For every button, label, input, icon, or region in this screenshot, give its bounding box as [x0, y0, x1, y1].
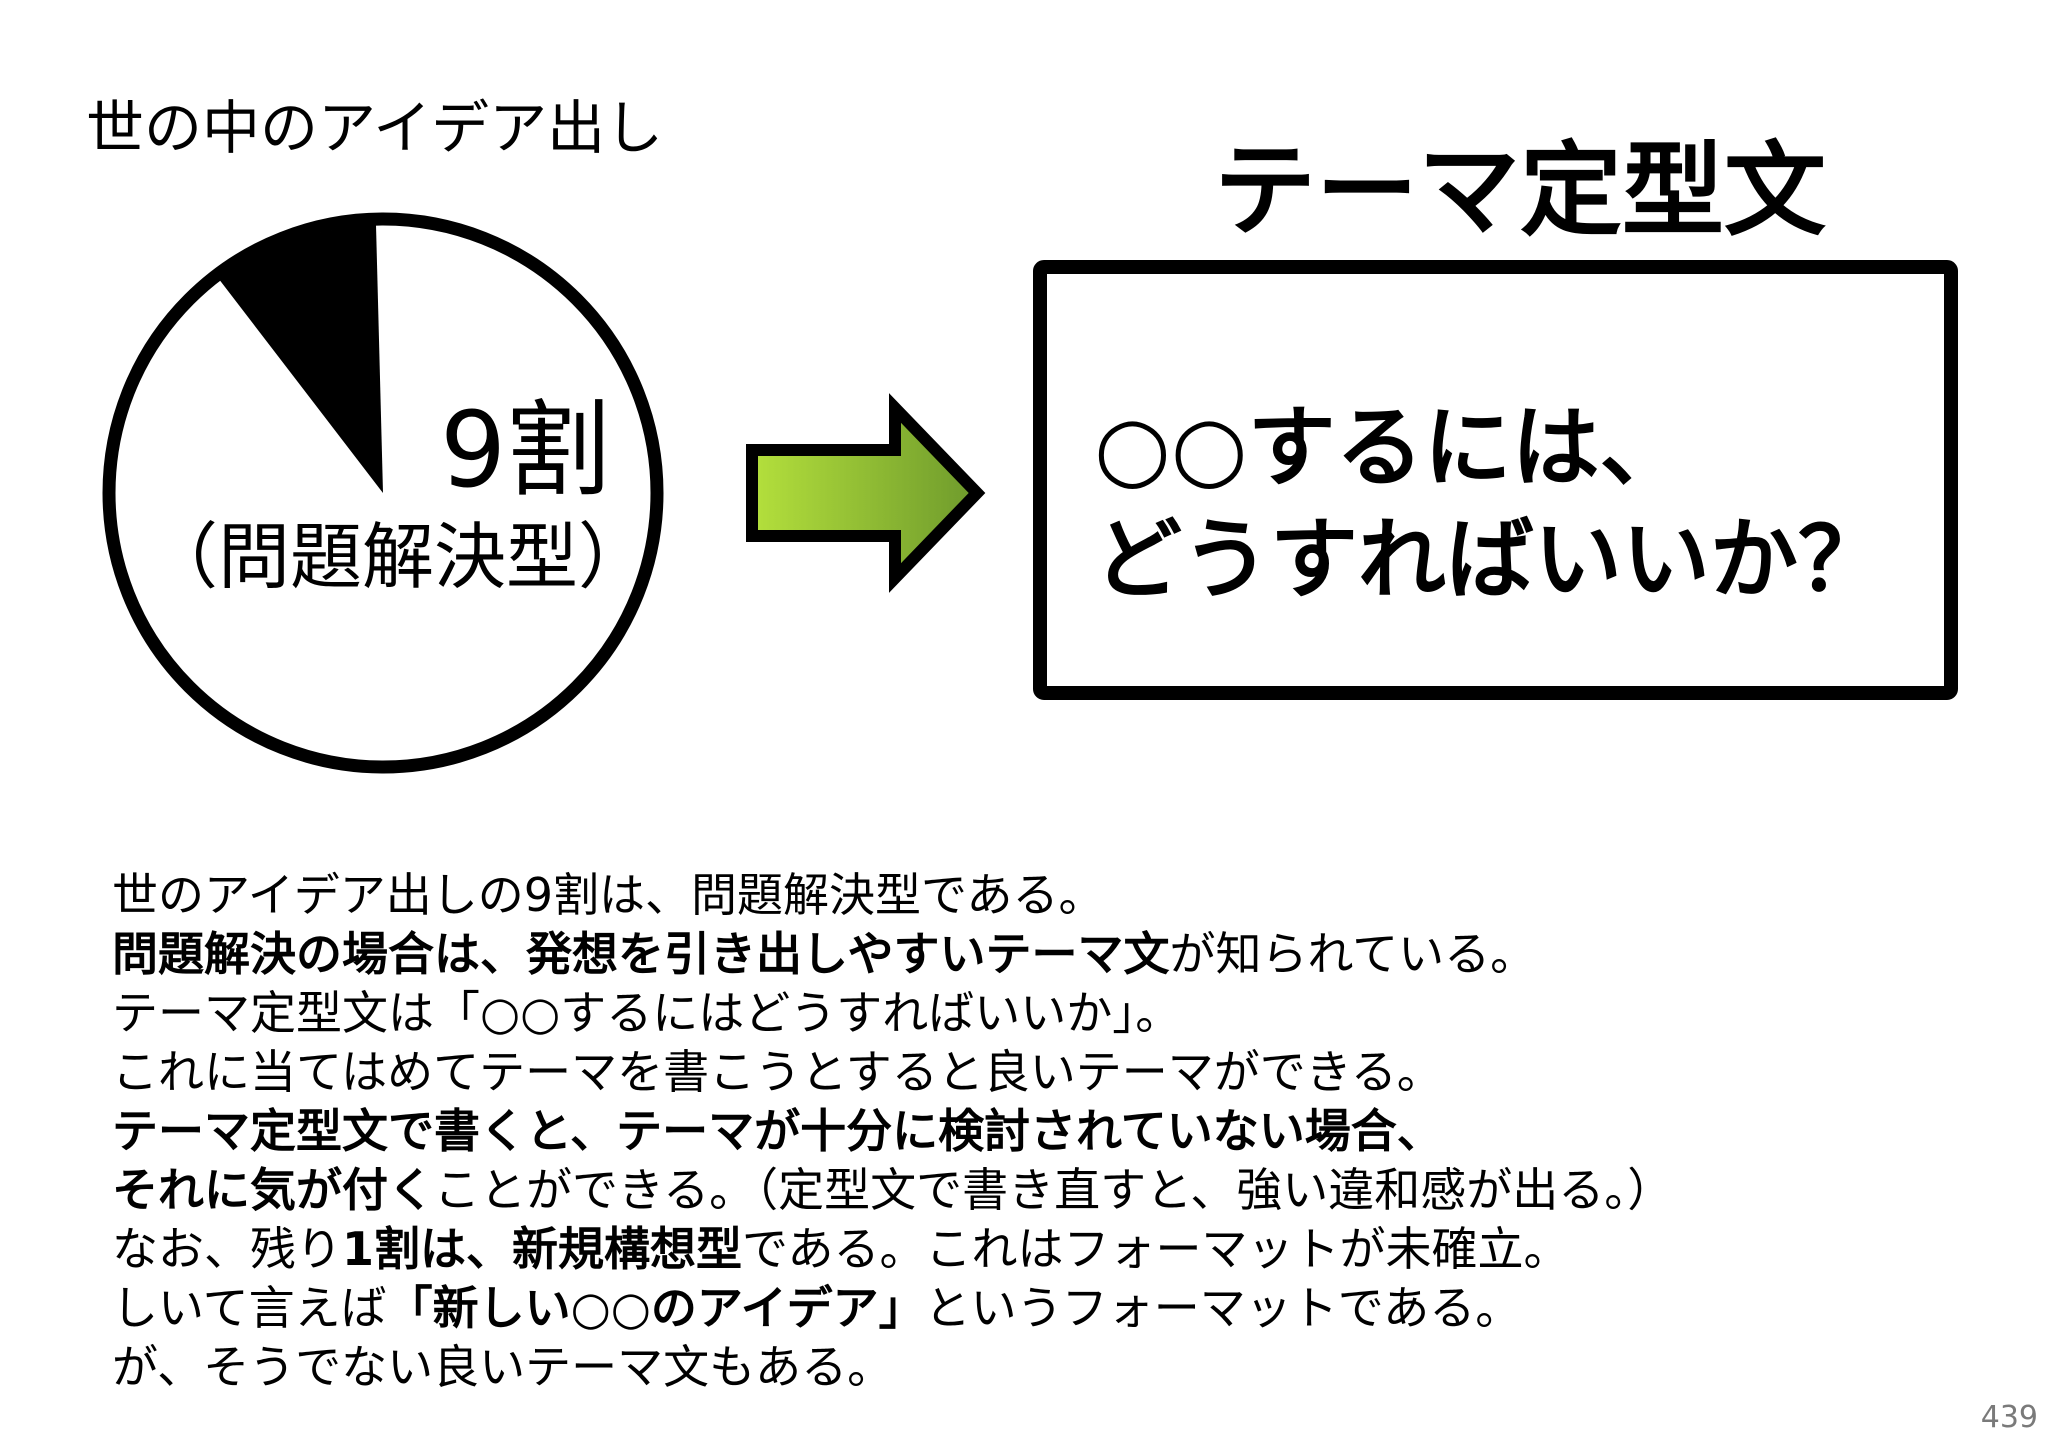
template-line-2: どうすればいいか？ — [1094, 508, 1887, 611]
diagram-heading: 世の中のアイデア出し — [86, 94, 664, 162]
right-arrow-shape — [746, 393, 986, 593]
explanation-line-6-rest: ことができる。（定型文で書き直すと、強い違和感が出る。） — [434, 1163, 1674, 1217]
pie-main-label: 9割 — [440, 389, 611, 511]
explanation-line-3: テーマ定型文は「○○するにはどうすればいいか」。 — [112, 986, 1182, 1040]
explanation-line-5: テーマ定型文で書くと、テーマが十分に検討されていない場合、 — [112, 1102, 1673, 1161]
explanation-line-7: なお、残り1割は、新規構想型である。これはフォーマットが未確立。 — [112, 1220, 1673, 1279]
explanation-line-1: 世のアイデア出しの9割は、問題解決型である。 — [112, 868, 1105, 922]
explanation-line-7-start: なお、残り — [112, 1222, 342, 1276]
explanation-text: 世のアイデア出しの9割は、問題解決型である。 問題解決の場合は、発想を引き出しや… — [112, 866, 1673, 1397]
explanation-line-7-bold: 1割は、新規構想型 — [342, 1222, 743, 1276]
pie-sub-label: （問題解決型） — [146, 515, 651, 599]
explanation-line-8-rest: というフォーマットである。 — [924, 1281, 1522, 1335]
explanation-line-8-bold: 「新しい○○のアイデア」 — [386, 1281, 925, 1335]
explanation-line-5-bold: テーマ定型文で書くと、テーマが十分に検討されていない場合、 — [112, 1104, 1443, 1158]
pie-slice-remainder — [219, 225, 383, 493]
page-number: 439 — [1980, 1400, 2038, 1435]
template-text: ○○するには、 どうすればいいか？ — [1094, 392, 1886, 616]
explanation-line-2: 問題解決の場合は、発想を引き出しやすいテーマ文が知られている。 — [112, 925, 1673, 984]
explanation-line-6-bold: それに気が付く — [112, 1163, 434, 1217]
explanation-line-4: これに当てはめてテーマを書こうとすると良いテーマができる。 — [112, 1045, 1443, 1099]
explanation-line-8: しいて言えば「新しい○○のアイデア」というフォーマットである。 — [112, 1279, 1673, 1338]
explanation-line-9: が、そうでない良いテーマ文もある。 — [112, 1340, 894, 1394]
template-title: テーマ定型文 — [1214, 132, 1826, 251]
explanation-line-2-rest: が知られている。 — [1169, 927, 1537, 981]
template-line-1: ○○するには、 — [1094, 396, 1688, 499]
explanation-line-6: それに気が付くことができる。（定型文で書き直すと、強い違和感が出る。） — [112, 1161, 1673, 1220]
template-box-frame — [1033, 260, 1958, 700]
explanation-line-7-rest: である。これはフォーマットが未確立。 — [742, 1222, 1570, 1276]
explanation-line-8-start: しいて言えば — [112, 1281, 387, 1335]
pie-chart — [102, 212, 664, 774]
explanation-line-2-bold: 問題解決の場合は、発想を引き出しやすいテーマ文 — [112, 927, 1170, 981]
